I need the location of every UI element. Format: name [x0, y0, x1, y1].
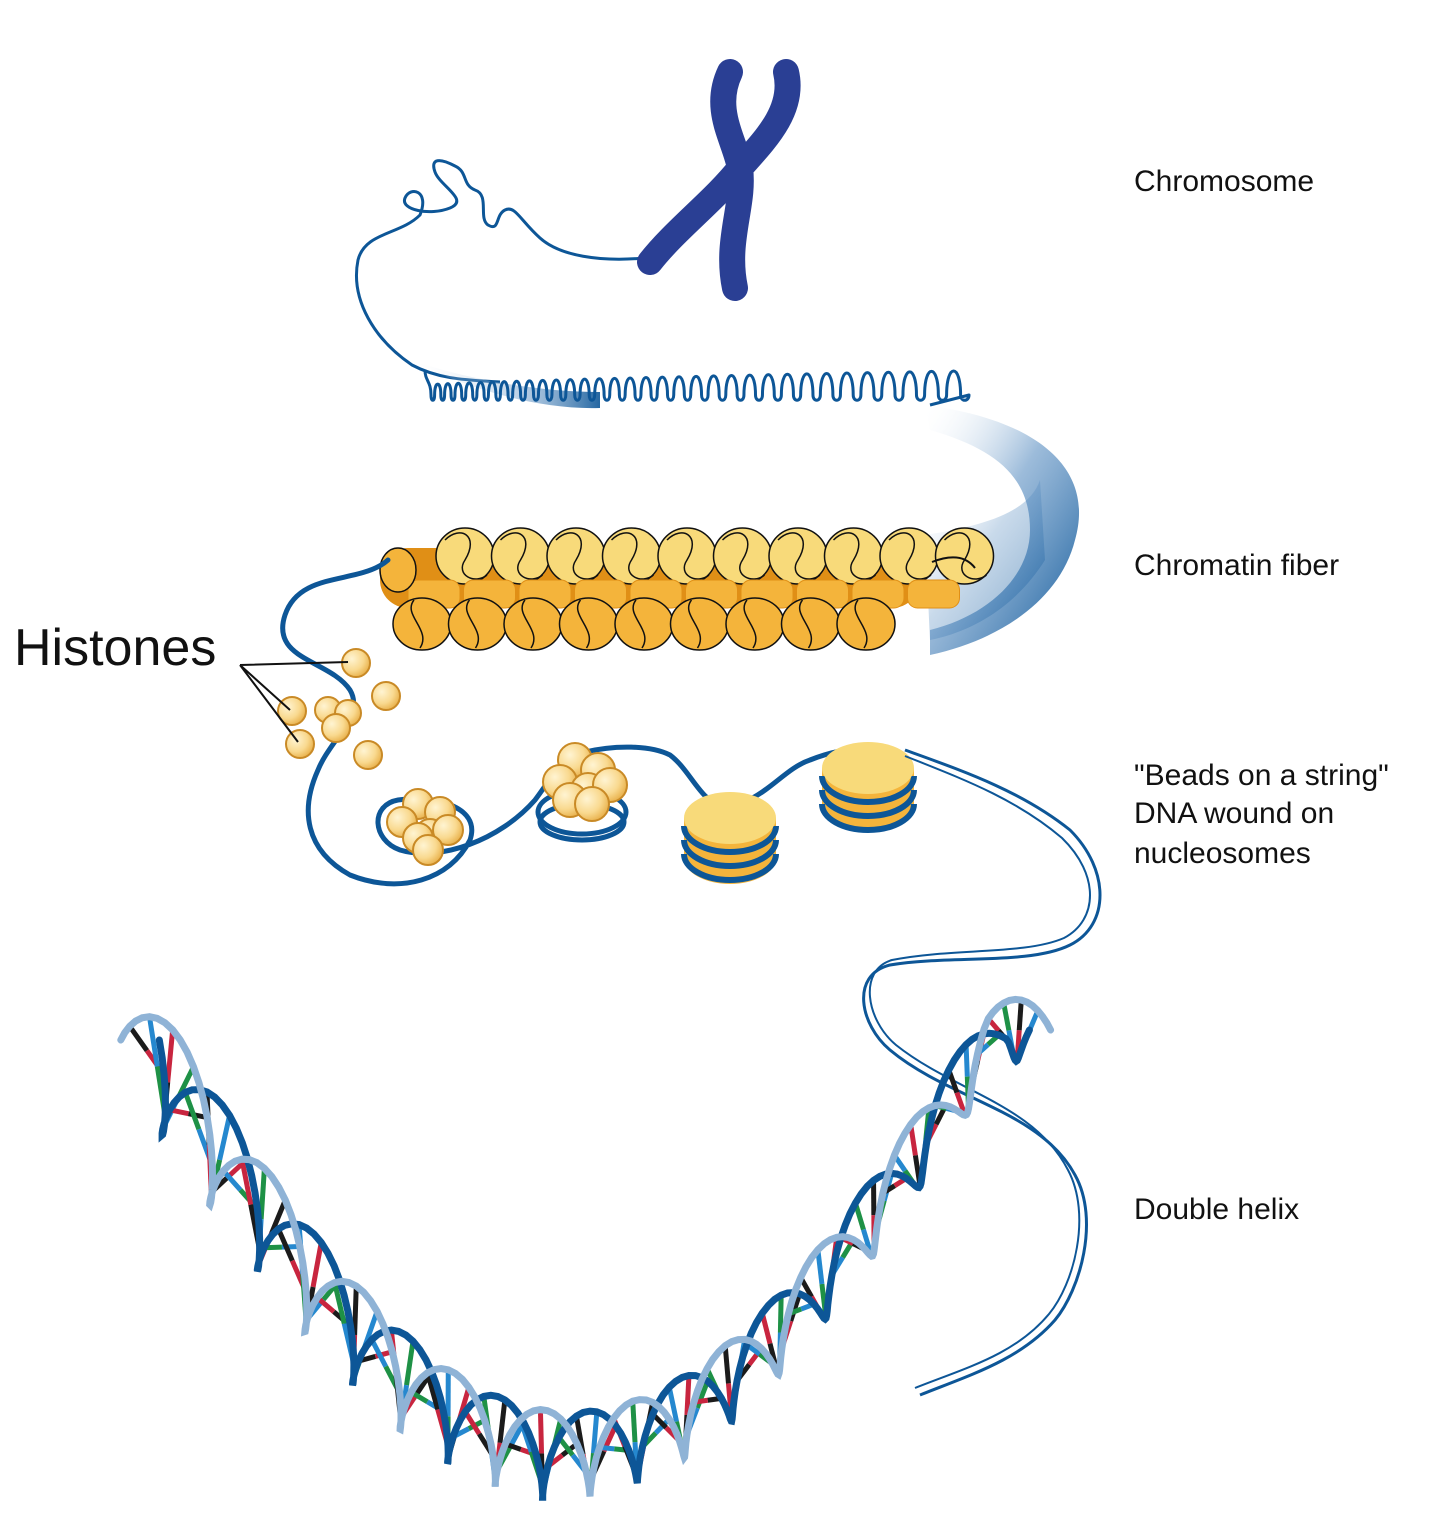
- chromatin-fiber: [380, 528, 994, 650]
- histone-bead: [322, 714, 350, 742]
- fiber-mid-bead: [908, 580, 960, 608]
- base-pair: [633, 1401, 635, 1442]
- base-pair: [818, 1250, 822, 1284]
- beads-label-line-2: DNA wound on: [1134, 794, 1334, 834]
- base-pair: [540, 1410, 541, 1454]
- base-pair: [407, 1341, 413, 1385]
- coiled-fiber: [425, 370, 969, 405]
- base-pair: [1019, 1000, 1021, 1030]
- free-histones: [278, 649, 400, 769]
- base-pair: [500, 1400, 505, 1443]
- nucleosome-top: [822, 742, 914, 794]
- base-pair: [355, 1286, 357, 1335]
- base-pair: [130, 1026, 147, 1050]
- base-pair: [780, 1295, 781, 1332]
- base-pair: [725, 1346, 728, 1384]
- base-pair: [261, 1168, 264, 1219]
- base-pair: [313, 1243, 321, 1287]
- dna-ribbon-strand: [864, 750, 1100, 1395]
- dna-ribbon-strand: [870, 756, 1090, 1388]
- histone-bead: [354, 741, 382, 769]
- beads-label-line-1: "Beads on a string": [1134, 756, 1389, 796]
- double-helix: [121, 750, 1100, 1497]
- base-pair: [1004, 1003, 1009, 1030]
- base-pair: [220, 1115, 230, 1160]
- chromosome-icon: [650, 72, 788, 288]
- base-pair: [168, 1030, 173, 1082]
- nucleosome-top: [684, 792, 776, 844]
- histone-bead: [575, 787, 609, 821]
- histone-bead: [413, 835, 443, 865]
- chromosome-dna-strand: [357, 161, 645, 382]
- beads-label-line-3: nucleosomes: [1134, 834, 1311, 874]
- double-helix-label: Double helix: [1134, 1190, 1299, 1230]
- histone-bead: [286, 730, 314, 758]
- histone-bead: [372, 682, 400, 710]
- fiber-end-bead: [380, 548, 416, 592]
- chromatin-fiber-label: Chromatin fiber: [1134, 546, 1339, 586]
- histones-label: Histones: [14, 618, 216, 678]
- base-pair: [185, 1092, 199, 1129]
- chromosome-label: Chromosome: [1134, 162, 1314, 202]
